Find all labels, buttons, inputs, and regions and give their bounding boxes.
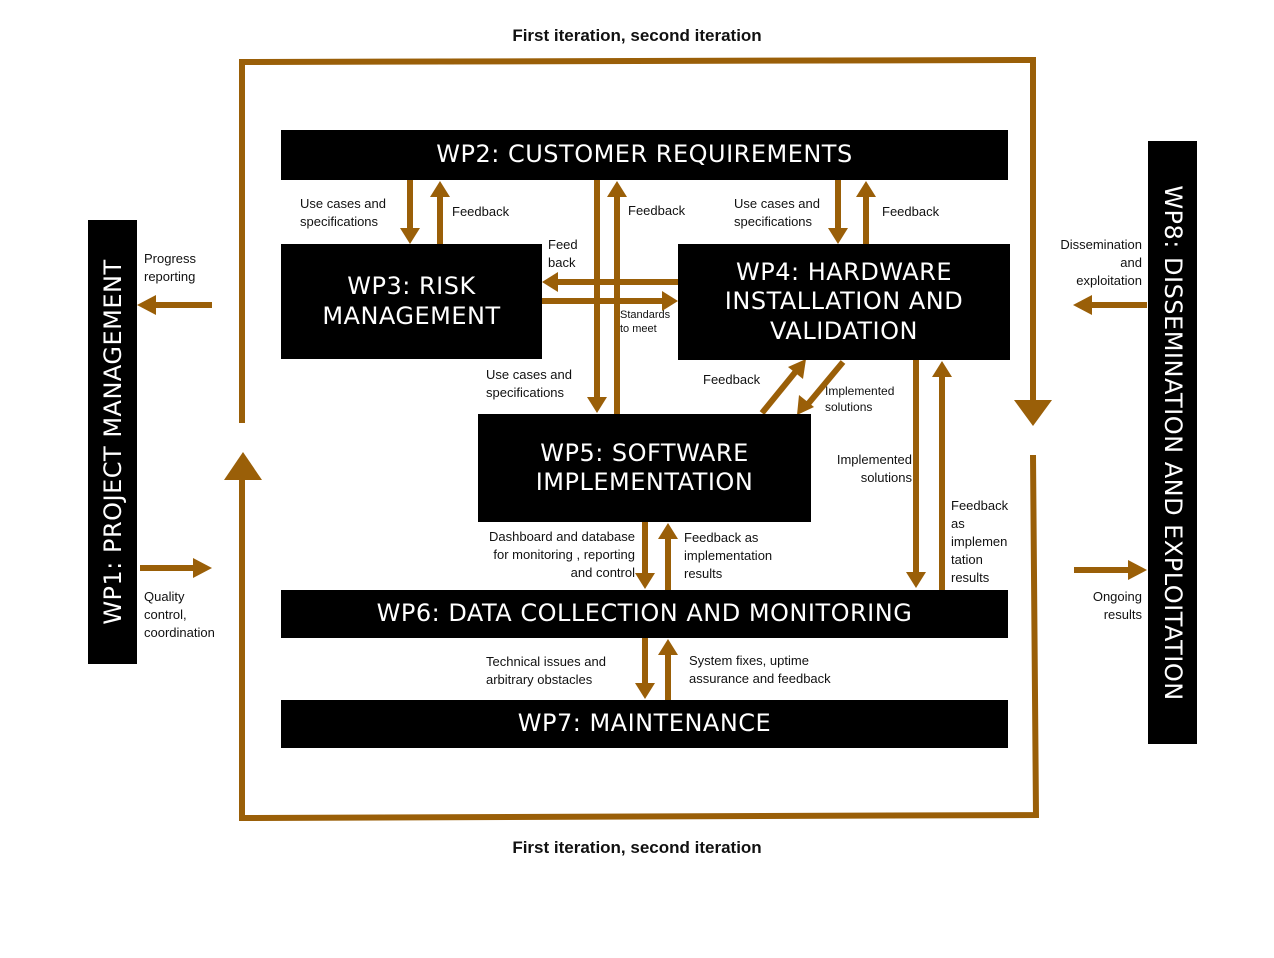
- feedback-implementation-results-label: Feedback as implemen tation results: [951, 498, 1009, 585]
- wp2-wp4-down-head: [828, 228, 848, 244]
- wp3-feedback-label: Feedback: [452, 204, 510, 219]
- wp4-use-cases-label: Use cases and specifications: [734, 196, 820, 229]
- wp7-wp6-up-head: [658, 639, 678, 655]
- wp3-wp2-up-head: [430, 181, 450, 197]
- wp4-feedback-label: Feedback: [882, 204, 940, 219]
- wp6-wp7-down-head: [635, 683, 655, 699]
- system-fixes-label: System fixes, uptime assurance and feedb…: [689, 653, 831, 686]
- wp8-box: WP8: DISSEMINATION AND EXPLOITATION: [1148, 141, 1197, 744]
- wp2-box: WP2: CUSTOMER REQUIREMENTS: [281, 130, 1008, 180]
- implemented-solutions-small-label: Implemented solutions: [825, 384, 895, 414]
- loop-arrowhead-down: [1014, 400, 1052, 426]
- wp6-wp4-up-head: [932, 361, 952, 377]
- wp4-wp5-diag-line: [805, 360, 846, 406]
- quality-arrowhead: [193, 558, 212, 578]
- loop-lower-line: [239, 454, 1040, 822]
- wp5-use-cases-label: Use cases and specifications: [486, 367, 572, 400]
- feedback-as-implementation-label: Feedback as implementation results: [684, 530, 773, 581]
- feed-back-label: Feed back: [548, 237, 578, 270]
- wp7-title: WP7: MAINTENANCE: [517, 709, 772, 738]
- dissemination-arrowhead: [1073, 295, 1092, 315]
- dissemination-label: Dissemination and exploitation: [1060, 237, 1142, 288]
- wp5-title: WP5: SOFTWARE IMPLEMENTATION: [535, 438, 754, 496]
- progress-arrowhead: [137, 295, 156, 315]
- wp4-wp6-down-head: [906, 572, 926, 588]
- progress-reporting-label: Progress reporting: [144, 251, 197, 284]
- wp2-title: WP2: CUSTOMER REQUIREMENTS: [436, 140, 853, 169]
- wp1-title: WP1: PROJECT MANAGEMENT: [98, 259, 127, 625]
- wp8-title: WP8: DISSEMINATION AND EXPLOITATION: [1158, 184, 1187, 701]
- wp5-wp4-diag-line: [759, 368, 800, 415]
- wp4-box: WP4: HARDWARE INSTALLATION AND VALIDATIO…: [678, 244, 1010, 360]
- dashboard-label: Dashboard and database for monitoring , …: [488, 529, 635, 580]
- quality-control-label: Quality control, coordination: [144, 589, 215, 640]
- wp3-wp4-right-head: [662, 291, 678, 311]
- iteration-label-bottom: First iteration, second iteration: [512, 838, 762, 857]
- wp5-wp4-feedback-label: Feedback: [703, 372, 761, 387]
- wp4-title: WP4: HARDWARE INSTALLATION AND VALIDATIO…: [724, 258, 964, 345]
- wp3-box: WP3: RISK MANAGEMENT: [281, 244, 542, 359]
- wp5-wp2-feedback-label: Feedback: [628, 203, 686, 218]
- technical-issues-label: Technical issues and arbitrary obstacles: [486, 654, 606, 687]
- wp6-title: WP6: DATA COLLECTION AND MONITORING: [376, 599, 913, 628]
- wp7-box: WP7: MAINTENANCE: [281, 700, 1008, 748]
- wp4-wp5-diag-head: [797, 395, 814, 415]
- wp4-wp3-left-head: [542, 272, 558, 292]
- wp5-wp2-up-head: [607, 181, 627, 197]
- ongoing-results-label: Ongoing results: [1092, 589, 1142, 622]
- implemented-solutions-label: Implemented solutions: [836, 452, 912, 485]
- wp4-wp2-up-head: [856, 181, 876, 197]
- wp5-wp4-diag-head: [788, 359, 806, 379]
- wp3-title: WP3: RISK MANAGEMENT: [322, 272, 501, 330]
- wp5-wp6-down-head: [635, 573, 655, 589]
- wp6-wp5-up-head: [658, 523, 678, 539]
- wp5-box: WP5: SOFTWARE IMPLEMENTATION: [478, 414, 811, 522]
- wp2-wp3-down-head: [400, 228, 420, 244]
- wp3-use-cases-label: Use cases and specifications: [300, 196, 386, 229]
- ongoing-arrowhead: [1128, 560, 1147, 580]
- wp2-wp5-down-head: [587, 397, 607, 413]
- wp6-box: WP6: DATA COLLECTION AND MONITORING: [281, 590, 1008, 638]
- wp1-box: WP1: PROJECT MANAGEMENT: [88, 220, 137, 664]
- iteration-label-top: First iteration, second iteration: [512, 26, 762, 45]
- standards-label: Standards to meet: [620, 309, 671, 335]
- loop-arrowhead-up: [224, 452, 262, 480]
- loop-left-upper-line: [239, 56, 1036, 423]
